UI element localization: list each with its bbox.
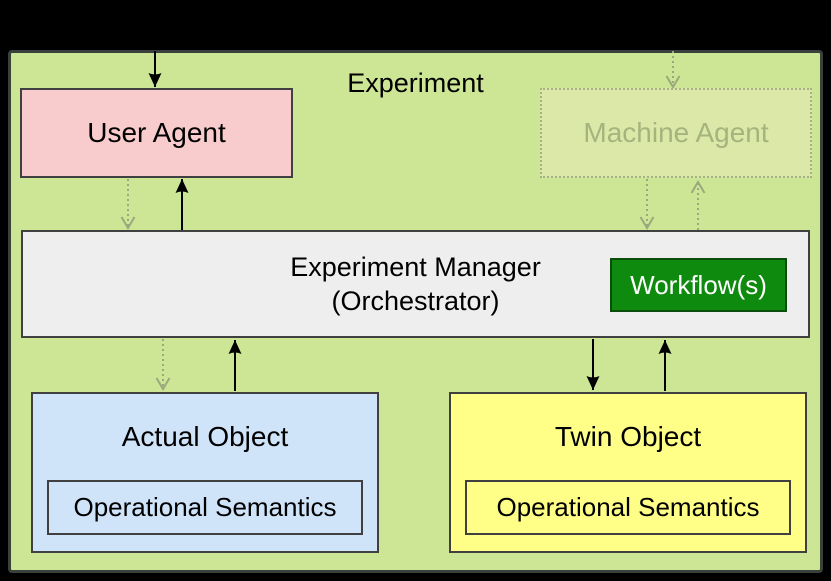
experiment-manager-box: Experiment Manager (Orchestrator) Workfl…	[21, 230, 810, 338]
machine-agent-box: Machine Agent	[540, 88, 812, 178]
twin-operational-semantics-label: Operational Semantics	[496, 492, 760, 522]
diagram-title: Experiment	[347, 68, 484, 98]
actual-object-box: Actual Object Operational Semantics	[31, 392, 379, 553]
workflow-label: Workflow(s)	[630, 270, 767, 300]
user-agent-box: User Agent	[20, 88, 293, 178]
machine-agent-label: Machine Agent	[583, 117, 769, 148]
twin-operational-semantics-box: Operational Semantics	[465, 480, 791, 535]
twin-object-label: Twin Object	[554, 421, 702, 452]
user-agent-label: User Agent	[87, 117, 226, 148]
twin-object-box: Twin Object Operational Semantics	[449, 392, 807, 553]
experiment-manager-label-line1: Experiment Manager	[290, 252, 541, 282]
actual-operational-semantics-box: Operational Semantics	[47, 480, 363, 535]
workflow-box: Workflow(s)	[610, 258, 787, 312]
actual-operational-semantics-label: Operational Semantics	[73, 492, 337, 522]
experiment-manager-label-line2: (Orchestrator)	[331, 286, 500, 316]
actual-object-label: Actual Object	[121, 421, 289, 452]
